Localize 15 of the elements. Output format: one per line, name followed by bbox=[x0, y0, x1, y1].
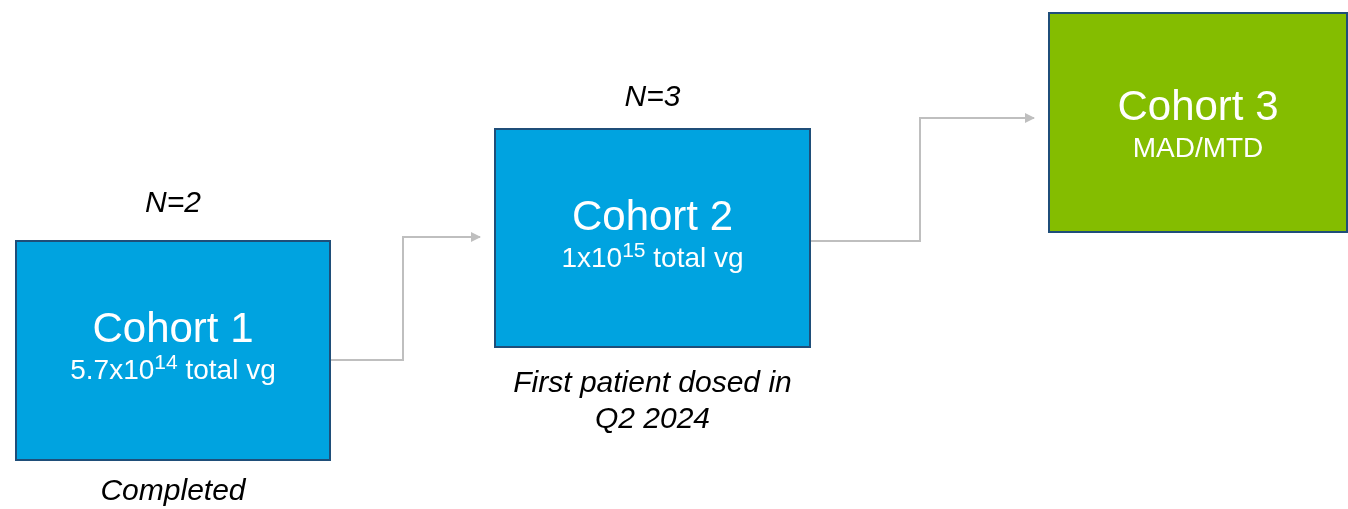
sample-size-label: N=3 bbox=[623, 78, 682, 114]
arrow bbox=[810, 113, 1035, 242]
cohort-title: Cohort 2 bbox=[571, 192, 734, 240]
dose-text: 5.7x10$^{14}$ total vg bbox=[70, 352, 276, 387]
sample-size-label: N=2 bbox=[144, 184, 202, 220]
arrow bbox=[330, 232, 481, 361]
status-note: First patient dosed in Q2 2024 bbox=[512, 364, 793, 436]
status-note: Completed bbox=[99, 472, 247, 508]
cohort-title: Cohort 1 bbox=[92, 304, 254, 352]
cohort-box bbox=[1048, 12, 1348, 233]
dose-text: MAD/MTD bbox=[1132, 131, 1264, 165]
cohort-box bbox=[494, 128, 811, 348]
cohort-title: Cohort 3 bbox=[1117, 82, 1279, 130]
dose-text: 1x10$^{15}$ total vg bbox=[561, 240, 744, 275]
cohort-box bbox=[15, 240, 331, 461]
